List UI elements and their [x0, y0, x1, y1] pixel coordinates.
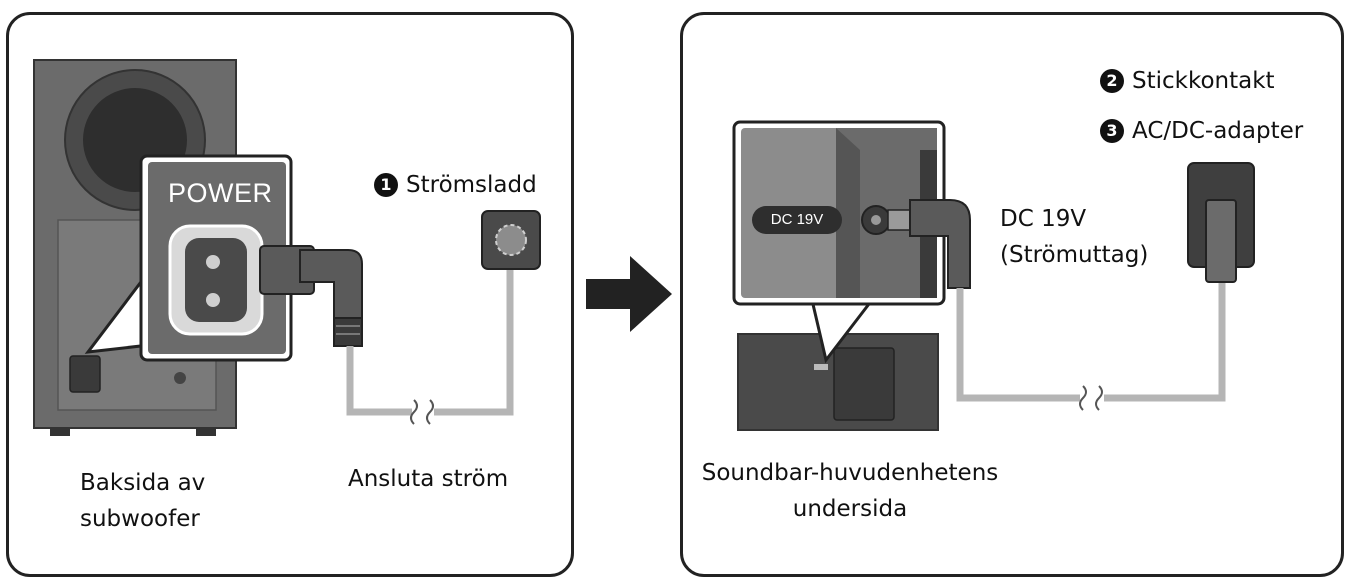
soundbar-underside — [737, 333, 939, 431]
cord-label-text: Strömsladd — [406, 172, 537, 198]
power-cable — [346, 268, 514, 416]
soundbar-caption: Soundbar-huvudenhetens undersida — [692, 456, 1008, 527]
dc-label-line2: (Strömuttag) — [1000, 241, 1149, 268]
right-arrow-icon — [586, 256, 672, 332]
soundbar-caption-line2: undersida — [792, 495, 908, 522]
dc-plug — [887, 199, 971, 289]
ac-dc-adapter — [1187, 162, 1255, 283]
subwoofer-caption-line2: subwoofer — [80, 505, 200, 532]
wall-socket — [481, 210, 541, 270]
dc-cable — [956, 268, 1226, 402]
step-number-2: 2 — [1100, 69, 1124, 93]
step-number-3: 3 — [1100, 119, 1124, 143]
subwoofer-caption: Baksida av subwoofer — [80, 466, 205, 537]
subwoofer-caption-line1: Baksida av — [80, 470, 206, 496]
cord-label: 1 Strömsladd — [374, 168, 537, 204]
power-cord-plug — [259, 245, 363, 347]
dc-badge: DC 19V — [752, 206, 842, 234]
plug-label-text: Stickkontakt — [1132, 68, 1275, 94]
dc-label-line1: DC 19V — [1000, 206, 1087, 232]
connect-caption: Ansluta ström — [348, 466, 509, 492]
adapter-label-text: AC/DC-adapter — [1132, 118, 1304, 144]
power-label: POWER — [168, 178, 273, 208]
dc-label: DC 19V (Strömuttag) — [1000, 202, 1148, 273]
power-socket-callout — [139, 154, 293, 362]
plug-label: 2 Stickkontakt — [1100, 64, 1275, 100]
step-number-1: 1 — [374, 173, 398, 197]
soundbar-caption-line1: Soundbar-huvudenhetens — [701, 460, 999, 486]
adapter-label: 3 AC/DC-adapter — [1100, 114, 1303, 150]
